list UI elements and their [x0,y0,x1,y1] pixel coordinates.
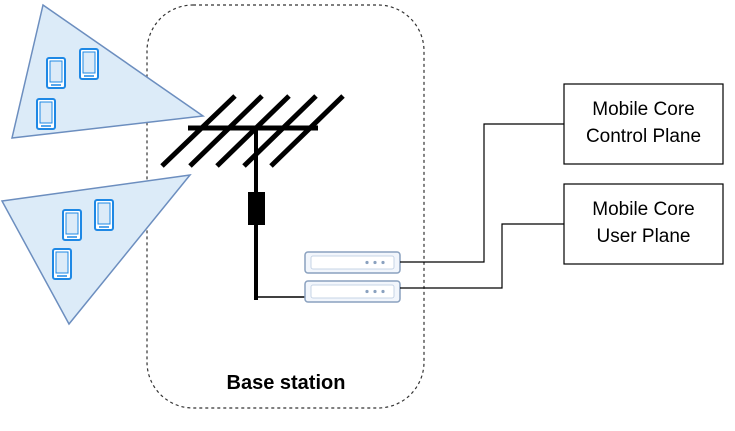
server-icon [304,251,401,274]
control-plane-label: Mobile Core Control Plane [564,84,723,164]
coverage-area-lower [0,173,192,326]
phone-icon [46,57,66,89]
phone-icon [94,199,114,231]
phone-icon [79,48,99,80]
user-plane-line2: User Plane [596,226,691,247]
phone-icon [52,248,72,280]
control-plane-line2: Control Plane [585,126,702,147]
phone-icon [36,98,56,130]
base-station-boundary [146,4,425,409]
user-plane-label: Mobile Core User Plane [564,184,723,264]
control-plane-line1: Mobile Core [592,99,695,121]
antenna-amplifier [248,192,265,225]
phone-icon [62,209,82,241]
link-control-plane [400,123,564,263]
server-icon [304,280,401,303]
antenna-icon [160,94,345,300]
base-station-label: Base station [226,372,346,394]
link-user-plane [400,223,564,289]
user-plane-line1: Mobile Core [592,199,695,221]
control-plane-box [563,83,724,165]
user-plane-box [563,183,724,265]
coverage-area-upper [11,3,206,139]
